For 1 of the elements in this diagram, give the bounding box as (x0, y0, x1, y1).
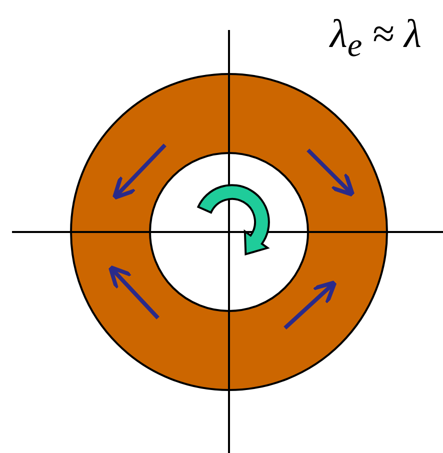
formula-text: λ$_{e}$ ≈ λ (330, 14, 422, 62)
